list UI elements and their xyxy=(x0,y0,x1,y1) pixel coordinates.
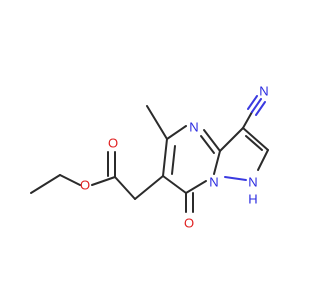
bond-c6-ch2 xyxy=(134,175,164,200)
bond-cester-oether xyxy=(91,176,116,186)
atom-n-ring-top: N xyxy=(189,120,198,135)
bond-oether-ch2 xyxy=(59,174,81,186)
bond-c3-cnitrile xyxy=(242,111,253,129)
bond-ch2-cester xyxy=(114,176,136,200)
bond-n4-c5 xyxy=(166,125,187,140)
bond-c5-methyl xyxy=(146,105,168,140)
atom-nh-n: N xyxy=(248,175,257,190)
bond-c3-c2 xyxy=(242,127,269,151)
bond-c2-n1 xyxy=(257,149,269,171)
bond-c3a-n4 xyxy=(203,129,221,152)
atom-o-ester-carbonyl: O xyxy=(108,136,118,151)
structure-svg: N N N N H O O O xyxy=(30,84,269,231)
atom-n-nitrile: N xyxy=(259,84,268,99)
bond-nitrile-triple-c xyxy=(247,95,258,110)
atom-nh-h: H xyxy=(248,192,257,207)
atom-n-ring-bridge: N xyxy=(209,175,218,190)
bond-c5-c6-double xyxy=(171,145,176,175)
bond-nitrile-triple-b xyxy=(255,101,266,116)
bond-c5-c6 xyxy=(162,138,168,177)
bond-c7-n7a xyxy=(185,180,207,194)
bond-c3a-n7a xyxy=(213,150,221,175)
atom-o-ester-ether: O xyxy=(80,178,90,193)
bond-n1-n7a xyxy=(224,176,247,181)
bond-c3-c3a xyxy=(219,127,244,152)
bond-c6-c7 xyxy=(162,175,187,194)
bond-c3-c2-double xyxy=(245,135,263,151)
molecule-diagram: N N N N H O O O xyxy=(30,84,269,231)
bond-nitrile-triple-a xyxy=(251,98,262,113)
bond-c3a-n4-double xyxy=(200,135,215,154)
bond-ch2-ch3 xyxy=(30,174,61,194)
atom-o-ketone: O xyxy=(184,216,194,231)
